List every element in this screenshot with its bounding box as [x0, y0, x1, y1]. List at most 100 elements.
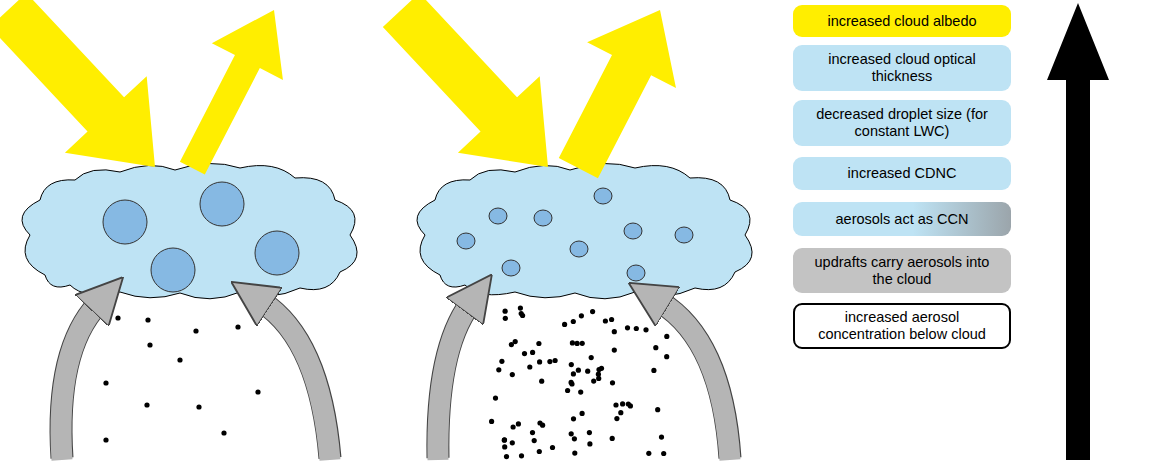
- box-label: decreased droplet size (for constant LWC…: [813, 106, 991, 140]
- aerosol-dot: [519, 453, 524, 458]
- aerosol-dot: [599, 366, 604, 371]
- clean-cloud: [22, 163, 357, 298]
- aerosol-dot: [547, 359, 552, 364]
- box-text-wrap: aerosols act as CCN: [836, 211, 969, 228]
- aerosol-dot: [603, 318, 608, 323]
- aerosol-dot: [550, 445, 555, 450]
- small-droplet: [457, 233, 475, 249]
- aerosol-dot: [513, 339, 518, 344]
- box-text-wrap: increased cloud optical thickness: [827, 51, 977, 85]
- updraft-arrow: [61, 304, 98, 460]
- small-droplet: [489, 208, 507, 224]
- aerosol-dot: [516, 421, 521, 426]
- aerosol-dot: [580, 411, 585, 416]
- aerosol-dot: [115, 315, 120, 320]
- aerosol-dot: [144, 402, 149, 407]
- aerosol-dot: [589, 355, 594, 360]
- large-droplet: [103, 200, 147, 244]
- aerosol-dot: [196, 404, 201, 409]
- incoming-sunlight: [360, 0, 589, 205]
- updraft-arrow: [438, 304, 470, 460]
- aerosol-dot: [562, 322, 567, 327]
- box-text-wrap: increased aerosol concentration below cl…: [802, 309, 1002, 343]
- aerosol-dot: [609, 317, 614, 322]
- reflected-sunlight: [534, 0, 705, 191]
- box-label: updrafts carry aerosols into the cloud: [815, 254, 990, 288]
- aerosol-dot: [612, 348, 617, 353]
- aerosol-dot: [661, 451, 666, 456]
- aerosol-dot: [510, 372, 515, 377]
- aerosol-dot: [634, 326, 639, 331]
- aerosol-dot: [571, 371, 576, 376]
- aerosol-dot: [177, 357, 182, 362]
- aerosol-dot: [537, 420, 542, 425]
- polluted-cloud: [417, 163, 752, 298]
- aerosol-dot: [625, 325, 630, 330]
- aerosol-dot: [590, 309, 595, 314]
- aerosol-dot: [553, 358, 558, 363]
- aerosol-dot: [651, 368, 656, 373]
- aerosol-dot: [575, 341, 580, 346]
- aerosol-dot: [519, 311, 524, 316]
- aerosol-dot: [522, 351, 527, 356]
- aerosol-dot: [576, 368, 581, 373]
- aerosol-dot: [537, 449, 542, 454]
- aerosol-dot: [610, 436, 615, 441]
- small-droplets: [457, 188, 693, 281]
- process-box: increased aerosol concentration below cl…: [793, 303, 1011, 349]
- small-droplet: [570, 241, 588, 257]
- aerosol-dot: [532, 438, 537, 443]
- aerosol-dot: [499, 359, 504, 364]
- aerosol-dot: [585, 369, 590, 374]
- aerosol-dot: [145, 317, 150, 322]
- large-droplet: [151, 248, 195, 292]
- updraft-arrow: [262, 302, 330, 460]
- aerosol-dot: [572, 436, 577, 441]
- aerosol-dot: [610, 380, 615, 385]
- box-label: increased CDNC: [848, 165, 957, 182]
- aerosol-particles: [103, 306, 669, 460]
- box-label: increased aerosol concentration below cl…: [802, 309, 1002, 343]
- process-box: increased CDNC: [793, 157, 1011, 190]
- aerosol-dot: [147, 342, 152, 347]
- aerosol-dot: [504, 454, 509, 459]
- aerosol-dot: [496, 367, 501, 372]
- process-box: increased cloud optical thickness: [793, 45, 1011, 91]
- aerosol-dot: [537, 359, 542, 364]
- aerosol-dot: [569, 431, 574, 436]
- box-text-wrap: increased CDNC: [848, 165, 957, 182]
- aerosol-dot: [643, 327, 648, 332]
- aerosol-dot: [255, 389, 260, 394]
- aerosol-dot: [653, 345, 658, 350]
- sun-arrow: [157, 0, 310, 187]
- aerosol-dot: [571, 319, 576, 324]
- aerosol-dot: [655, 407, 660, 412]
- aerosol-dot: [536, 341, 541, 346]
- aerosol-dot: [103, 437, 108, 442]
- aerosol-dot: [572, 451, 577, 456]
- aerosol-dot: [565, 388, 570, 393]
- aerosol-dot: [578, 390, 583, 395]
- aerosol-dot: [613, 402, 618, 407]
- aerosol-dot: [571, 416, 576, 421]
- aerosol-dot: [579, 313, 584, 318]
- aerosol-dot: [502, 444, 507, 449]
- sun-arrow: [360, 0, 589, 205]
- updrafts: [61, 302, 730, 460]
- small-droplet: [594, 188, 612, 204]
- incoming-sunlight: [0, 0, 196, 205]
- aerosol-dot: [221, 430, 226, 435]
- aerosol-dot: [596, 376, 601, 381]
- aerosol-dot: [193, 328, 198, 333]
- box-label: aerosols act as CCN: [836, 211, 969, 228]
- process-box: decreased droplet size (for constant LWC…: [793, 100, 1011, 146]
- process-box: aerosols act as CCN: [793, 202, 1011, 236]
- small-droplet: [627, 265, 645, 281]
- aerosol-dot: [103, 380, 108, 385]
- updraft-arrow: [660, 302, 730, 460]
- reflected-sunlight: [157, 0, 310, 187]
- aerosol-dot: [493, 396, 498, 401]
- box-text-wrap: updrafts carry aerosols into the cloud: [815, 254, 990, 288]
- large-droplet: [255, 231, 299, 275]
